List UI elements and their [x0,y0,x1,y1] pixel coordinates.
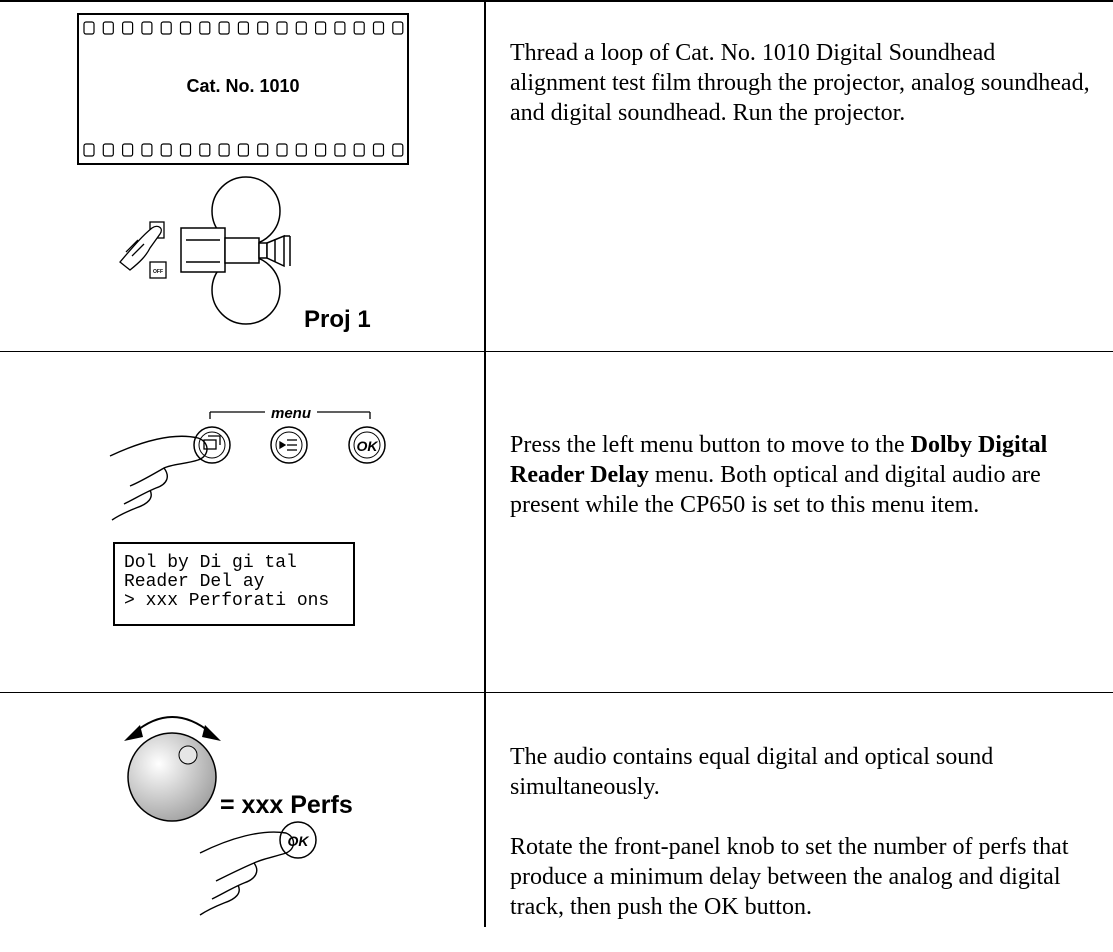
front-panel-knob[interactable] [127,732,217,822]
film-perforation [276,21,288,35]
film-perforation [218,21,230,35]
left-menu-button[interactable] [193,426,231,464]
row-divider-2 [0,692,1113,693]
row-2-text-after: menu. Both optical and digital audio are… [510,462,1041,518]
film-perforation [257,21,269,35]
menu-bracket [209,411,371,419]
row-3-paragraph-1: The audio contains equal digital and opt… [510,744,994,800]
film-perforation [372,143,385,157]
film-perforation [334,21,346,35]
hand-pressing-icon [109,435,208,521]
column-divider [484,0,486,927]
film-perforation [315,143,327,157]
menu-left-icon [203,435,221,450]
film-perforation [179,21,192,35]
film-perforation [295,21,307,35]
film-perforation [392,21,404,35]
knob-value-label: = xxx Perfs [220,791,353,819]
film-perforation [141,143,153,157]
ok-button-label: OK [357,438,379,454]
row-2-paragraph: Press the left menu button to move to th… [510,430,1090,520]
row-2-figure: menu OK Do [0,352,484,692]
film-perforation [237,21,249,35]
film-perforation [179,143,192,157]
film-perforation [372,21,385,35]
film-perforation [83,21,95,35]
menu-right-icon [279,439,297,451]
lcd-display [113,542,355,626]
row-3-figure: = xxx Perfs OK [0,693,484,927]
film-perforation [315,21,327,35]
film-perforation [160,143,172,157]
menu-label: menu [271,405,311,422]
film-perforation [295,143,307,157]
film-perforation [353,21,365,35]
film-perforation [353,143,365,157]
lcd-line-1: Dol by Di gi tal [124,553,297,573]
film-perforation [102,143,114,157]
film-perforation [218,143,230,157]
right-menu-button[interactable] [270,426,308,464]
table-top-border [0,0,1113,2]
film-strip-icon [77,13,409,165]
knob-ok-illustration: = xxx Perfs OK [124,716,353,916]
film-perforation [257,143,269,157]
film-perforation [199,143,211,157]
menu-buttons-illustration: menu OK Do [109,405,386,626]
projector-label: Proj 1 [304,306,371,333]
lcd-line-2: Reader Del ay [124,572,265,592]
lcd-line-3: > xxx Perforati ons [124,591,329,611]
row-3-paragraph-2: Rotate the front-panel knob to set the n… [510,834,1069,920]
projector-icon [180,176,291,325]
film-perforation [160,21,172,35]
film-perforation [121,21,134,35]
film-perforation [199,21,211,35]
row-1-figure: Cat. No. 1010 OFF Proj 1 [0,0,484,351]
ok-button[interactable] [348,426,386,464]
film-perforation [237,143,249,157]
film-perforation [141,21,153,35]
film-projector-illustration: Cat. No. 1010 OFF Proj 1 [77,13,409,333]
row-3-text: The audio contains equal digital and opt… [510,742,1090,952]
row-divider-1 [0,351,1113,352]
rotate-arrow-icon [124,716,221,741]
film-perforation [102,21,114,35]
film-perforation [83,143,95,157]
row-1-text: Thread a loop of Cat. No. 1010 Digital S… [510,38,1090,158]
hand-pressing-icon [199,831,295,916]
off-switch-label: OFF [153,269,163,275]
film-perforation [276,143,288,157]
row-2-text-before: Press the left menu button to move to th… [510,432,911,458]
row-2-text-bold: Dolby Digital Reader Delay [510,432,1048,488]
film-perforation [121,143,134,157]
film-label: Cat. No. 1010 [186,76,299,96]
hand-switch-icon [119,221,167,279]
ok-button[interactable] [279,821,317,859]
row-2-text: Press the left menu button to move to th… [510,430,1090,550]
film-perforation [392,143,404,157]
film-perforation [334,143,346,157]
row-1-paragraph: Thread a loop of Cat. No. 1010 Digital S… [510,40,1090,126]
